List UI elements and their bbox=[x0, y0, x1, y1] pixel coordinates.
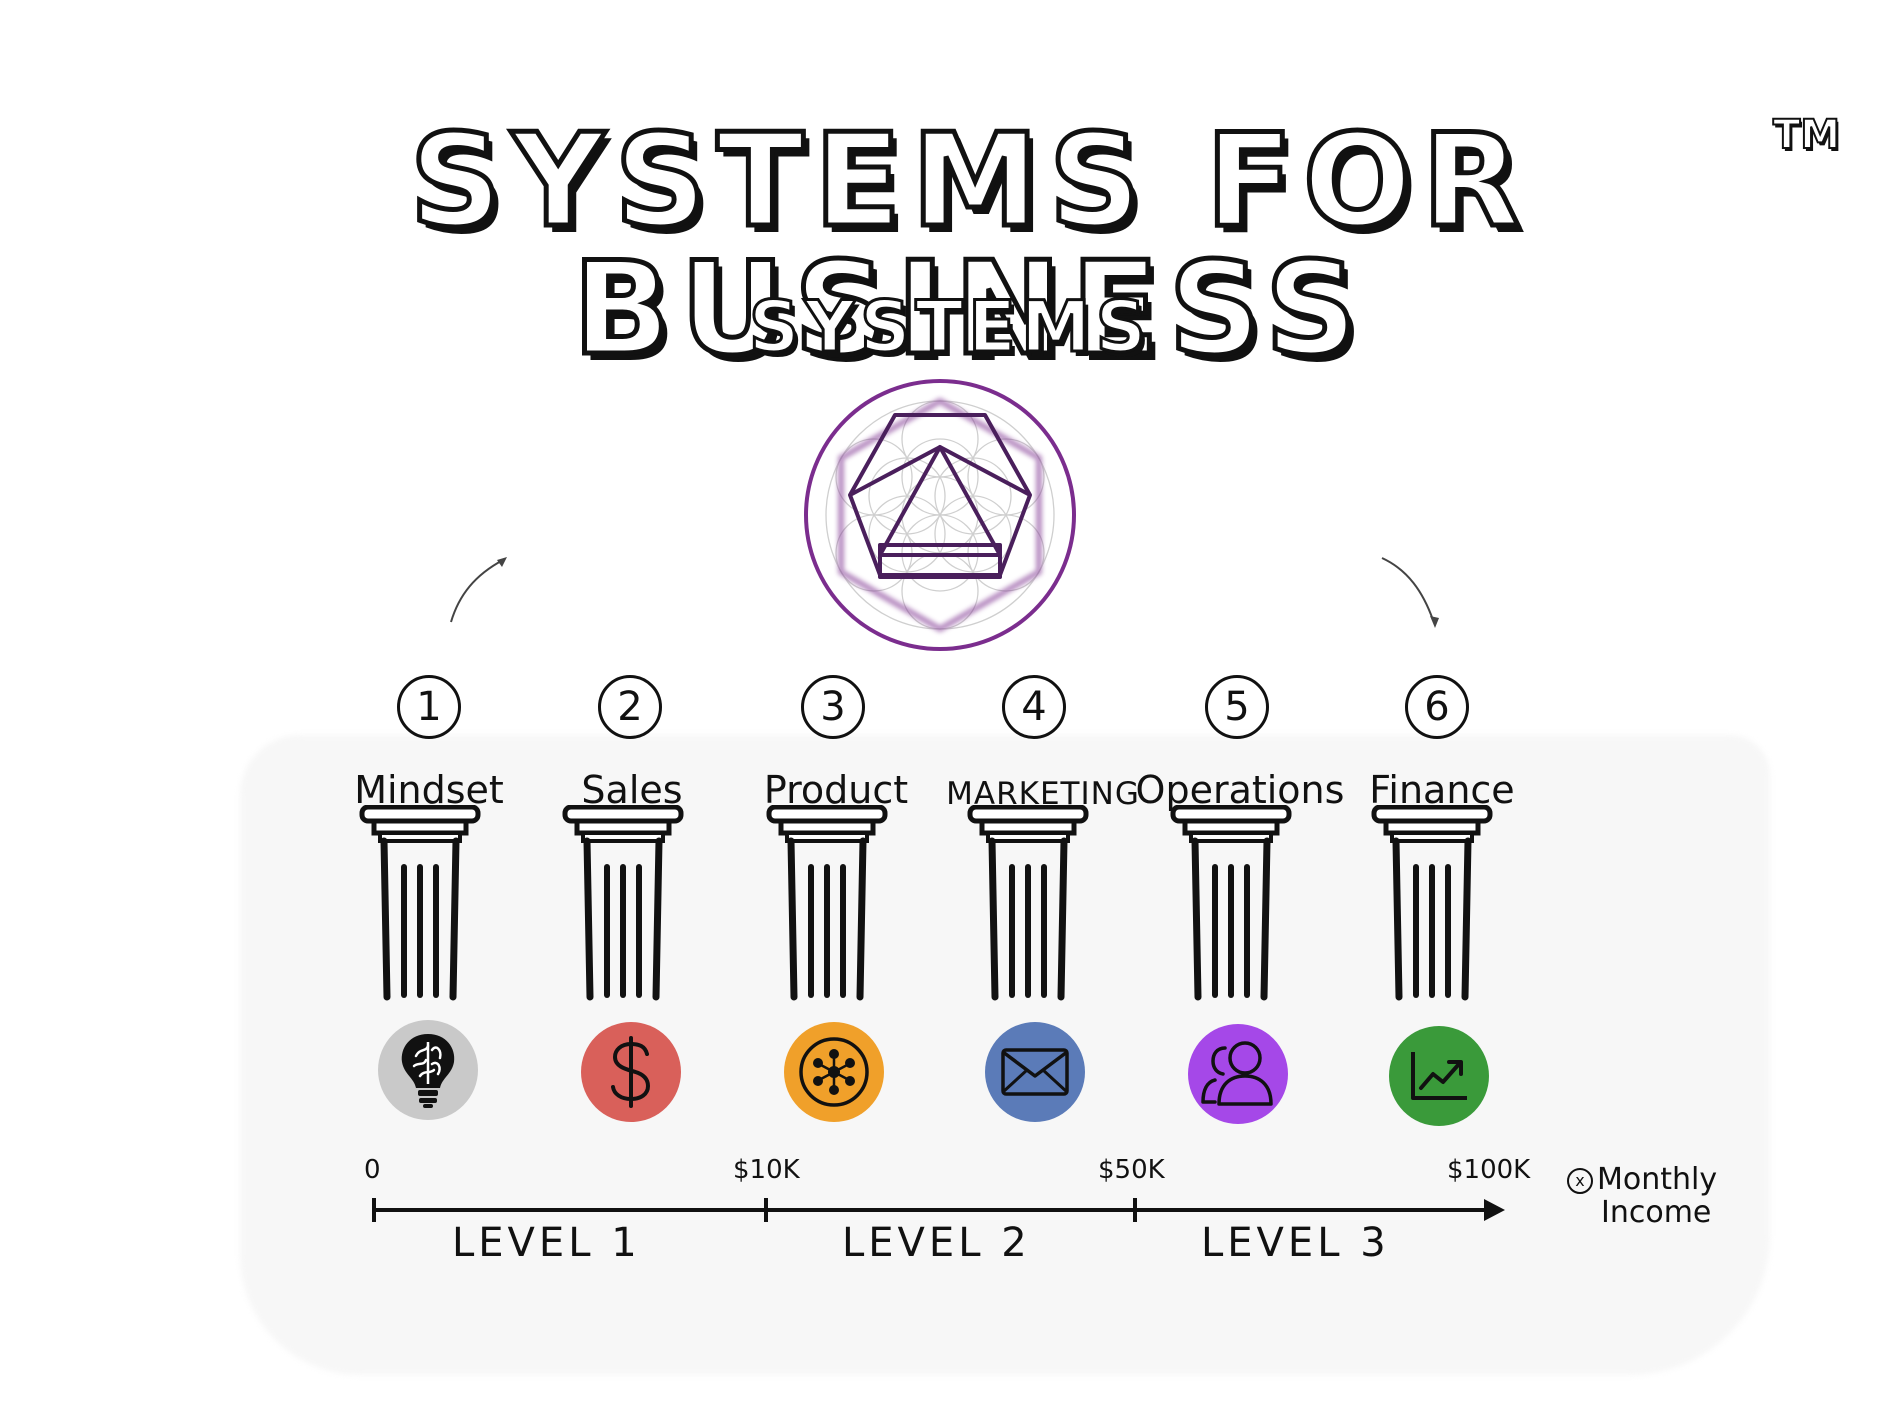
pillar-column-marketing bbox=[970, 807, 1086, 997]
users-icon bbox=[1188, 1024, 1288, 1124]
pillar-number-3: 3 bbox=[801, 675, 865, 739]
pillars-row bbox=[350, 805, 1530, 1005]
level-1-label: LEVEL 1 bbox=[452, 1220, 641, 1266]
chart-up-icon bbox=[1389, 1026, 1489, 1126]
pillar-number-4: 4 bbox=[1002, 675, 1066, 739]
pillar-column-operations bbox=[1173, 807, 1289, 997]
pillar-label-sales: Sales bbox=[581, 768, 683, 812]
trademark: TM bbox=[1772, 111, 1841, 159]
subtitle: SYSTEMS bbox=[747, 286, 1152, 368]
tick-label-10k: $10K bbox=[733, 1155, 800, 1185]
pillar-number-1: 1 bbox=[397, 675, 461, 739]
sacred-geometry-logo-icon bbox=[804, 379, 1076, 651]
dollar-icon bbox=[581, 1022, 681, 1122]
curved-arrow-left-icon bbox=[450, 557, 507, 623]
pillar-number-2: 2 bbox=[598, 675, 662, 739]
legend-line-2: Income bbox=[1601, 1195, 1712, 1230]
income-axis bbox=[372, 1198, 1505, 1222]
tick-label-100k: $100K bbox=[1447, 1155, 1531, 1185]
pillar-number-5: 5 bbox=[1205, 675, 1269, 739]
pillar-label-product: Product bbox=[763, 768, 909, 812]
pillar-label-finance: Finance bbox=[1369, 768, 1515, 812]
tick-label-50k: $50K bbox=[1098, 1155, 1165, 1185]
legend-line-1: Monthly bbox=[1597, 1162, 1718, 1197]
pillar-column-finance bbox=[1374, 807, 1490, 997]
pillar-column-sales bbox=[565, 807, 681, 997]
main-title: SYSTEMS FOR BUSINESS bbox=[407, 107, 1531, 384]
level-2-label: LEVEL 2 bbox=[842, 1220, 1031, 1266]
tick-label-0: 0 bbox=[364, 1155, 381, 1185]
pillar-label-operations: Operations bbox=[1135, 768, 1345, 812]
legend-x-icon: x bbox=[1567, 1168, 1593, 1194]
level-3-label: LEVEL 3 bbox=[1201, 1220, 1390, 1266]
envelope-icon bbox=[985, 1022, 1085, 1122]
pillar-column-mindset bbox=[362, 807, 478, 997]
pillar-column-product bbox=[769, 807, 885, 997]
pillar-number-6: 6 bbox=[1405, 675, 1469, 739]
curved-arrow-right-icon bbox=[1381, 557, 1439, 628]
molecule-icon bbox=[784, 1022, 884, 1122]
brain-lightbulb-icon bbox=[378, 1020, 478, 1120]
pillar-label-mindset: Mindset bbox=[354, 768, 504, 812]
